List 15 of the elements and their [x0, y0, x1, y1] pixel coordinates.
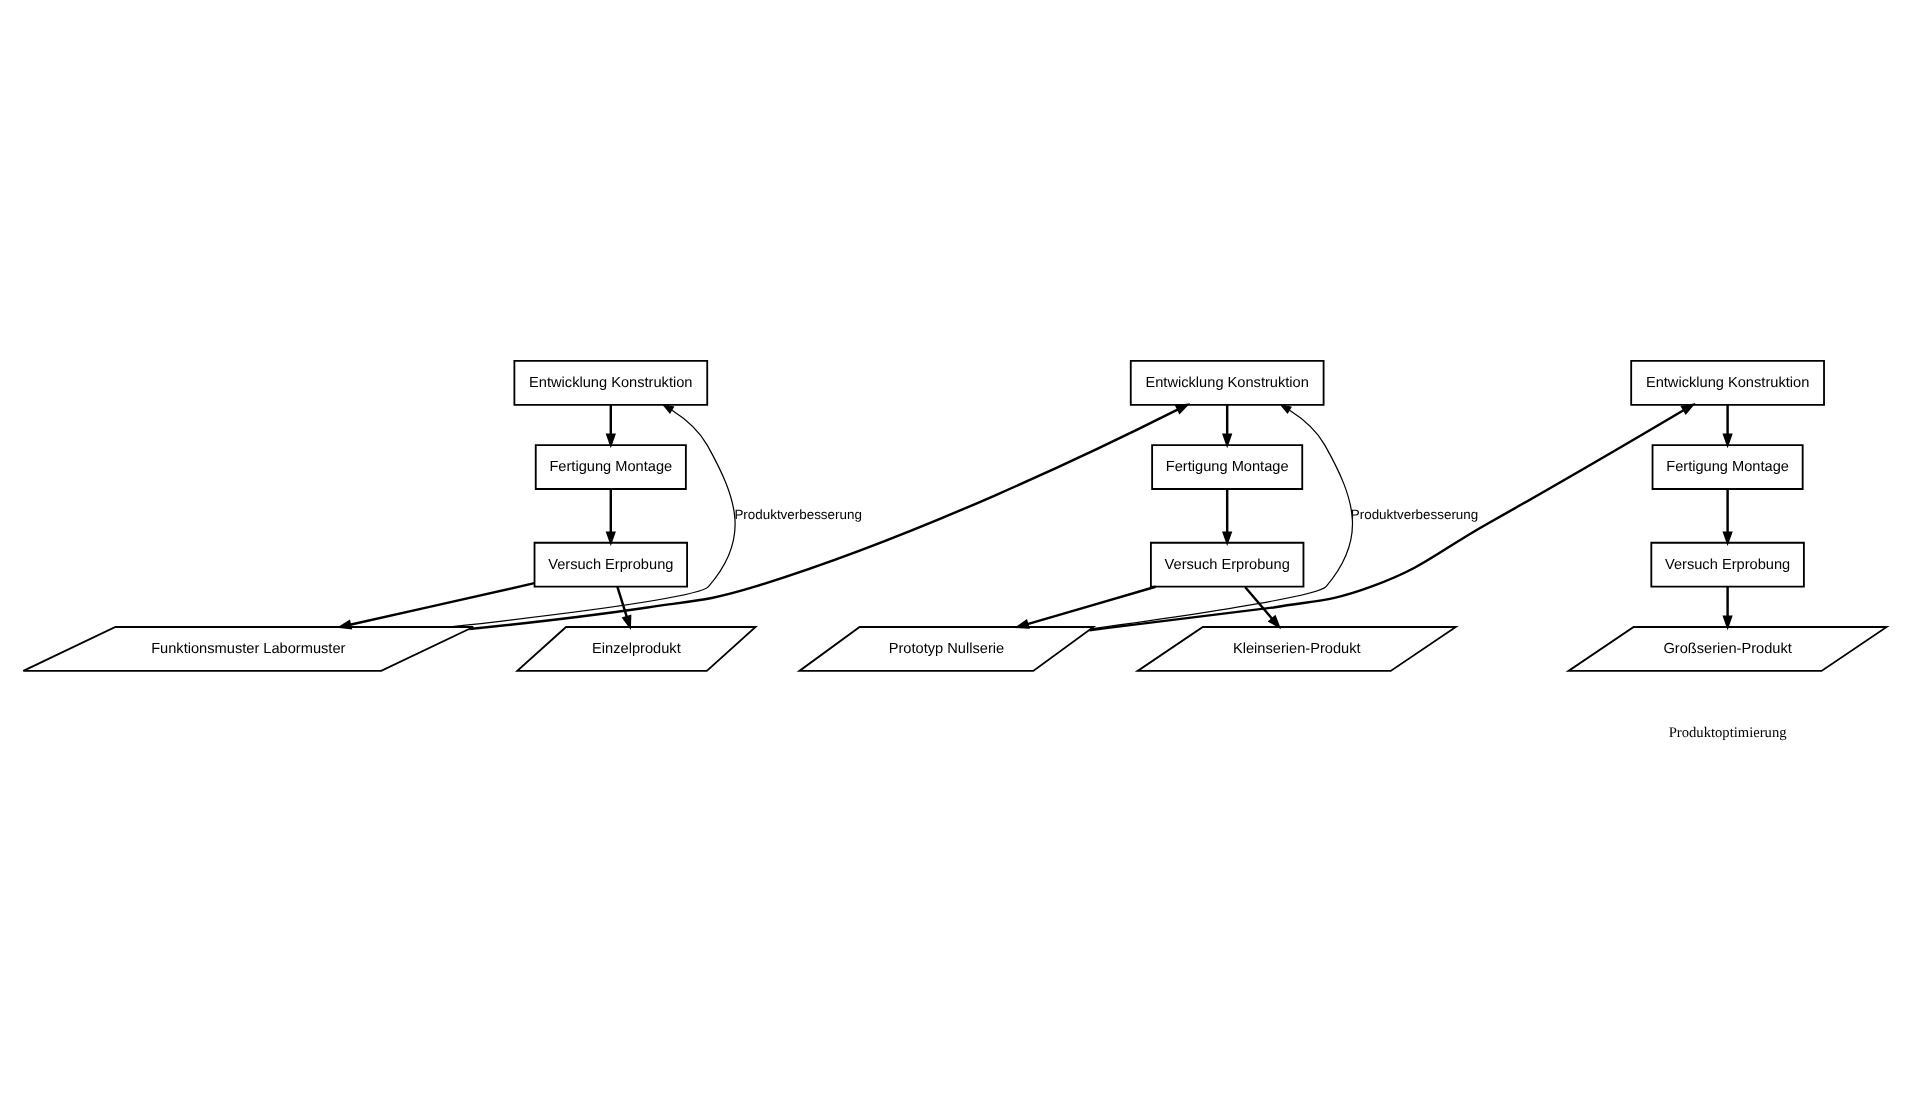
arrow: [336, 582, 535, 630]
arrow: [1722, 587, 1733, 631]
arrow: [1722, 489, 1733, 547]
arrow: [1244, 586, 1282, 630]
arrow: [449, 403, 736, 628]
arrow: [469, 403, 1191, 631]
arrow: [1222, 405, 1233, 449]
arrow: [1722, 405, 1733, 449]
arrow: [1014, 585, 1156, 629]
arrow: [1222, 489, 1233, 547]
arrow: [605, 405, 616, 449]
arrow: [1090, 404, 1353, 630]
arrow: [1089, 403, 1696, 632]
arrow: [605, 489, 616, 547]
arrow: [616, 586, 632, 630]
